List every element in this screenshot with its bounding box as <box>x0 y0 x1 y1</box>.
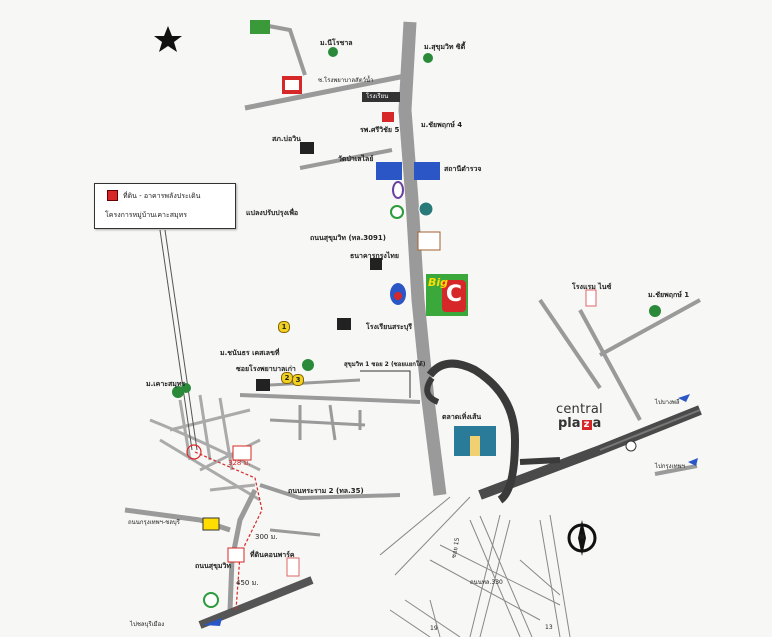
label-dist-300: 300 ม. <box>255 533 278 541</box>
label-housing-left: ม.ชนันธร เคสเลขที่ <box>220 349 280 357</box>
marker-1: 1 <box>278 321 290 333</box>
legend-line-1: ที่ดิน - อาคารพลังประเดิน <box>123 192 201 200</box>
label-sukhumvit-city: ม.สุขุมวิท ซิตี้ <box>424 43 466 51</box>
label-school2: โรงเรียนสระบุรี <box>366 323 412 331</box>
label-to-bkk: ไปบางพลี <box>655 399 680 406</box>
label-soi-road: ซ.โรงพยาบาลสัตว์น้ำ <box>318 77 374 84</box>
big-c-logo: C Big <box>426 274 468 316</box>
label-hospital: รพ.ศรีวิชัย 5 <box>360 126 400 134</box>
legend-swatch <box>107 190 118 201</box>
road-mid-left <box>299 148 393 170</box>
legend-line-2: โครงการหมู่บ้านเคาะสมุทร <box>105 211 187 219</box>
label-school: โรงเรียน <box>366 93 389 100</box>
label-chaiyaphruek: ม.ชัยพฤกษ์ 1 <box>648 291 690 299</box>
label-temple-right: สถานีตำรวจ <box>444 165 482 173</box>
label-wat: วัดป่าเลไลย์ <box>338 155 374 163</box>
factory-icon-2 <box>414 162 440 180</box>
bottom-main-road <box>198 576 314 629</box>
big-c-big: Big <box>428 276 449 289</box>
marker-3: 3 <box>292 374 304 386</box>
label-to-chonburi: ไปชลบุรีเมือง <box>130 621 165 628</box>
label-dist-450: 450 ม. <box>236 579 259 587</box>
label-road-bottom: ถนนกรุงเทพฯ-ชลบุรี <box>128 519 180 526</box>
label-road-19: 19 <box>430 625 438 632</box>
compass-label: N <box>579 534 585 541</box>
label-market-mid: ตลาดเทิ่งเส้น <box>442 413 482 421</box>
label-plang: แปลงปรับปรุงเพื่อ <box>246 209 299 217</box>
label-road-13: 13 <box>545 624 553 631</box>
label-police: สภ.บ่อวิน <box>272 135 301 143</box>
interchange <box>426 359 520 504</box>
label-dist-328: 328 ม. <box>228 459 251 467</box>
label-to-city: ไปกรุงเทพฯ <box>655 463 685 470</box>
label-road-330: ถนนทล.330 <box>470 579 503 586</box>
compass-star-icon <box>154 26 182 52</box>
big-c-c: C <box>442 280 466 312</box>
factory-icon <box>376 162 402 180</box>
label-kasemsuk: ม.เคาะสมุทร <box>146 380 186 388</box>
top-road <box>244 73 406 111</box>
legend-box: ที่ดิน - อาคารพลังประเดิน โครงการหมู่บ้า… <box>94 183 236 229</box>
label-village-bottom: ถนนสุขุมวิท <box>195 562 232 570</box>
label-nirochan: ม.นีโรชาล <box>320 39 353 47</box>
label-hotel: โรงแรม ไนซ์ <box>572 283 612 291</box>
main-road <box>398 21 447 496</box>
label-sukhumvit-road: ถนนสุขุมวิท (ทล.3091) <box>310 234 386 242</box>
label-market-top: ม.ชัยพฤกษ์ 4 <box>421 121 463 129</box>
label-soi: สุขุมวิท 1 ซอย 2 (ซอยแยกใต้) <box>344 361 426 368</box>
label-temple-bottom: ที่ดินคอนพาร์ค <box>250 551 295 559</box>
label-ringroad: ถนนทระราม 2 (ทล.35) <box>288 487 364 495</box>
central-plaza-line1: central <box>556 402 603 417</box>
label-bank: ธนาคารกรุงไทย <box>350 252 400 260</box>
label-housing-left2: ซอยโรงพยาบาลเก่า <box>236 365 296 373</box>
